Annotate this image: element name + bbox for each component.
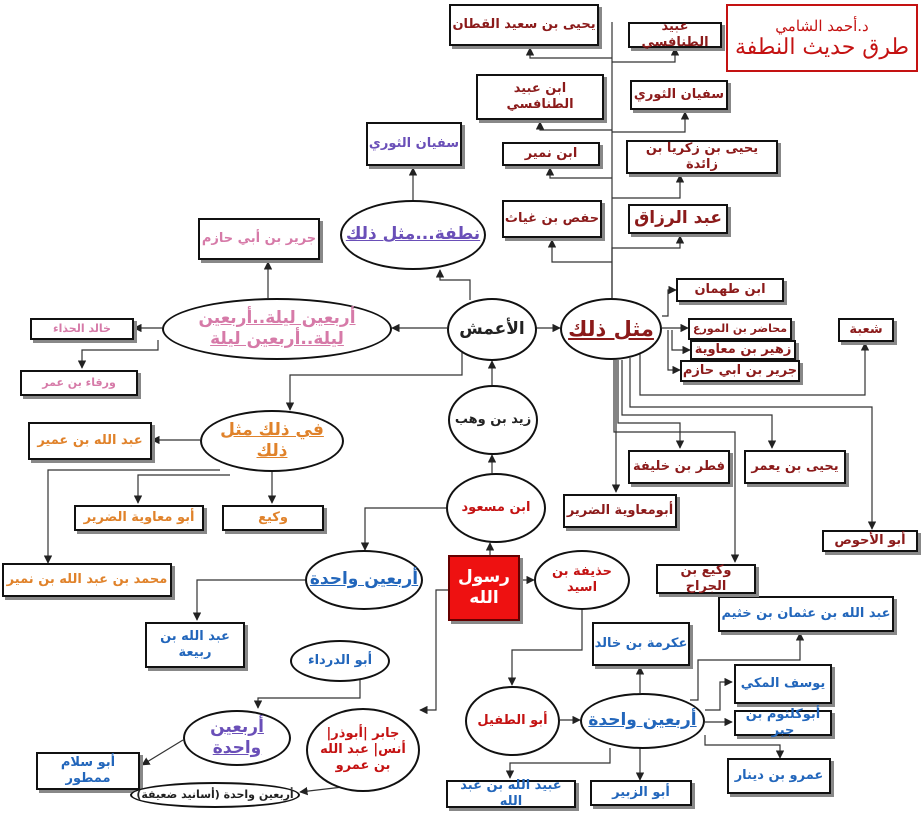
- edge-prophet-jabir: [419, 589, 448, 715]
- node-arbain-layla: أربعين ليلة..أربعين ليلة..أربعين ليلة: [162, 298, 392, 360]
- node-waki-jarrah: وكيع بن الجراح: [656, 563, 756, 594]
- node-jarir-hazim-right: جرير بن ابي حازم: [680, 360, 800, 382]
- edge-mithl-fitr: [617, 360, 685, 449]
- edge-arbain3-amr: [704, 735, 785, 759]
- node-zuhair: زهير بن معاوية: [690, 340, 796, 360]
- node-abdullah-khuthaym: عبد الله بن عثمان بن خثيم: [718, 596, 894, 632]
- node-ibn-numair: ابن نمير: [502, 142, 600, 166]
- edge-arbain3-ubayd: [505, 748, 611, 779]
- node-fitr: فطر بن خليفة: [628, 450, 730, 484]
- edge-mithl-yahya-qattan: [525, 47, 612, 59]
- node-ibn-ubayd-tanafisi: ابن عبيد الطنافسي: [476, 74, 604, 120]
- edge-mithl-yahya-zaida: [612, 174, 685, 199]
- edge-amash-fi-dhalik: [285, 350, 463, 411]
- node-jabir-group: جابر |أبوذر|أنس| عبد الله بن عمرو: [306, 708, 420, 792]
- edge-fi-ibn-numair: [43, 469, 220, 564]
- edge-mithl-shuba: [639, 342, 870, 396]
- diagram-subject: طرق حديث النطفة: [735, 34, 910, 60]
- edge-mithl-abd-razzaq: [611, 235, 685, 298]
- node-hafs: حفص بن غياث: [502, 200, 602, 238]
- edge-mithl-zuhair: [671, 330, 691, 355]
- edge-mithl-ibn-tahman: [662, 285, 677, 317]
- node-arbain-wahida-1: أربعين واحدة: [305, 550, 423, 610]
- edge-mithl-yahya-yamar: [621, 360, 777, 449]
- node-weak-chains: أربعين واحدة (أسانيد ضعيفة): [130, 782, 300, 808]
- node-abu-kulthum: أبوكلثوم بن جبر: [734, 707, 832, 738]
- edge-amash-nutfa: [435, 269, 471, 300]
- node-abu-zubair: أبو الزبير: [590, 780, 692, 806]
- node-sufyan-left: سفيان الثوري: [366, 122, 462, 166]
- node-prophet: رسول الله: [448, 555, 520, 621]
- node-fi-dhalik: في ذلك مثل ذلك: [200, 410, 344, 472]
- node-amr-dinar: عمرو بن دينار: [727, 758, 831, 794]
- node-arbain-wahida-2: أربعين واحدة: [183, 710, 291, 766]
- node-khalid: خالد الحذاء: [30, 318, 134, 340]
- node-ubayd-abdullah: عبيد الله بن عبد الله: [446, 778, 576, 809]
- title-box: د.أحمد الشامي طرق حديث النطفة: [726, 4, 918, 72]
- author-name: د.أحمد الشامي: [775, 16, 869, 35]
- node-yahya-yamar: يحيى بن يعمر: [744, 450, 846, 484]
- node-hudhayfa: حذيفة بن اسيد: [534, 550, 630, 610]
- edge-mithl-hafs: [547, 239, 612, 263]
- node-amash: الأعمش: [447, 298, 537, 361]
- edge-arbain2-abu-sallam: [141, 739, 184, 766]
- node-yahya-zaida: يحيى بن زكريا بن زائدة: [626, 140, 778, 174]
- node-mithl-dhalik: مثل ذلك: [560, 298, 662, 360]
- edge-mithl-jarir-right: [667, 330, 681, 375]
- node-warqa: ورقاء بن عمر: [20, 370, 138, 396]
- node-abd-razzaq: عبد الرزاق: [628, 204, 728, 234]
- node-yahya-qattan: يحيى بن سعيد القطان: [449, 4, 599, 46]
- edge-arbain1-abdullah-rabia: [192, 579, 305, 621]
- node-ikrima: عكرمة بن خالد: [592, 622, 690, 666]
- node-nutfa: نطفة...مثل ذلك: [340, 200, 486, 270]
- node-zayd: زيد بن وهب: [448, 385, 538, 455]
- edge-ibn-masud-arbain1: [360, 507, 446, 551]
- edge-mithl-sufyan-right: [612, 111, 690, 133]
- node-muhadir: محاضر بن المورع: [688, 318, 792, 340]
- node-abu-tufail: أبو الطفيل: [465, 686, 560, 756]
- node-yusuf: يوسف المكي: [734, 664, 832, 704]
- node-abu-darda: أبو الدرداء: [290, 640, 390, 682]
- node-shuba: شعبة: [838, 318, 894, 342]
- edge-arbain-warqa: [77, 340, 159, 369]
- node-ubayd-tanafisi: عبيد الطنافسي: [628, 19, 722, 50]
- edge-mithl-ubayd-tanafisi: [612, 47, 680, 63]
- node-abu-sallam: أبو سلام ممطور: [36, 752, 140, 790]
- node-ibn-masud: ابن مسعود: [446, 473, 546, 543]
- edge-abu-darda-arbain2: [253, 680, 361, 709]
- edge-fi-abu-muawiya: [133, 474, 230, 504]
- node-abu-ahwas: أبو الأحوص: [822, 530, 918, 552]
- node-sufyan-right: سفيان الثوري: [630, 80, 728, 110]
- edge-arbain3-yusuf: [705, 677, 733, 711]
- node-ibn-numair-orange: محمد بن عبد الله بن نمير: [2, 563, 172, 597]
- edge-hudhayfa-abu-tufail: [507, 610, 583, 686]
- edge-mithl-ibn-numair: [545, 167, 612, 179]
- node-jarir-hazim-left: جرير بن أبي حازم: [198, 218, 320, 260]
- edge-arbain3-khuthaym: [690, 632, 805, 701]
- edge-mithl-ibn-ubayd: [535, 121, 612, 131]
- node-abdullah-umair: عبد الله بن عمير: [28, 422, 152, 460]
- node-abu-muawiya: أبومعاوية الضرير: [563, 494, 677, 528]
- edge-mithl-abu-ahwas: [629, 358, 877, 530]
- edge-mithl-waki-jarrah: [613, 360, 740, 563]
- node-abdullah-rabia: عبد الله بن ربيعة: [145, 622, 245, 668]
- node-abu-muawiya-orange: أبو معاوية الضرير: [74, 505, 204, 531]
- node-waki-orange: وكيع: [222, 505, 324, 531]
- node-ibn-tahman: ابن طهمان: [676, 278, 784, 302]
- node-arbain-wahida-3: أربعين واحدة: [580, 693, 705, 749]
